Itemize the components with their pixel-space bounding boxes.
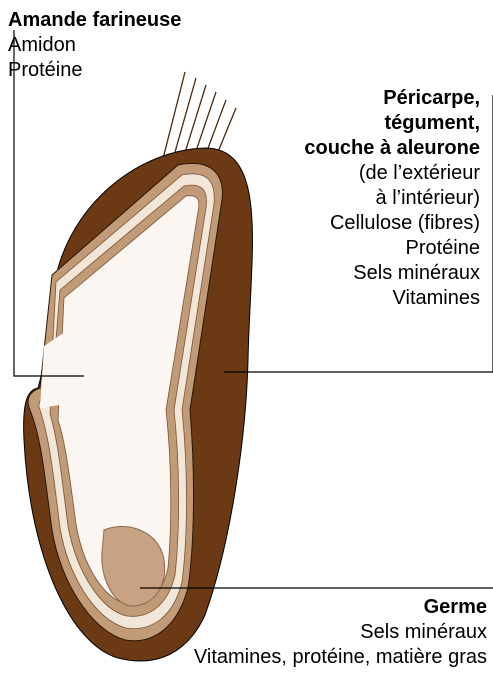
germ-label: Germe Sels minéraux Vitamines, protéine,… bbox=[194, 595, 487, 670]
germ-title: Germe bbox=[194, 595, 487, 620]
germ-line: Sels minéraux bbox=[194, 620, 487, 645]
bran-title-line: Péricarpe, bbox=[304, 86, 480, 111]
bran-title-line: couche à aleurone bbox=[304, 136, 480, 161]
endosperm-title: Amande farineuse bbox=[8, 8, 181, 33]
bran-line: Sels minéraux bbox=[304, 261, 480, 286]
germ-line: Vitamines, protéine, matière gras bbox=[194, 645, 487, 670]
bran-line: Cellulose (fibres) bbox=[304, 211, 480, 236]
endosperm-line: Protéine bbox=[8, 58, 181, 83]
bran-line: Protéine bbox=[304, 236, 480, 261]
bran-line: à l’intérieur) bbox=[304, 186, 480, 211]
endosperm-line: Amidon bbox=[8, 33, 181, 58]
bran-label: Péricarpe, tégument, couche à aleurone (… bbox=[304, 86, 480, 311]
endosperm-label: Amande farineuse Amidon Protéine bbox=[8, 8, 181, 83]
bran-line: Vitamines bbox=[304, 286, 480, 311]
bran-line: (de l’extérieur bbox=[304, 161, 480, 186]
bran-title-line: tégument, bbox=[304, 111, 480, 136]
